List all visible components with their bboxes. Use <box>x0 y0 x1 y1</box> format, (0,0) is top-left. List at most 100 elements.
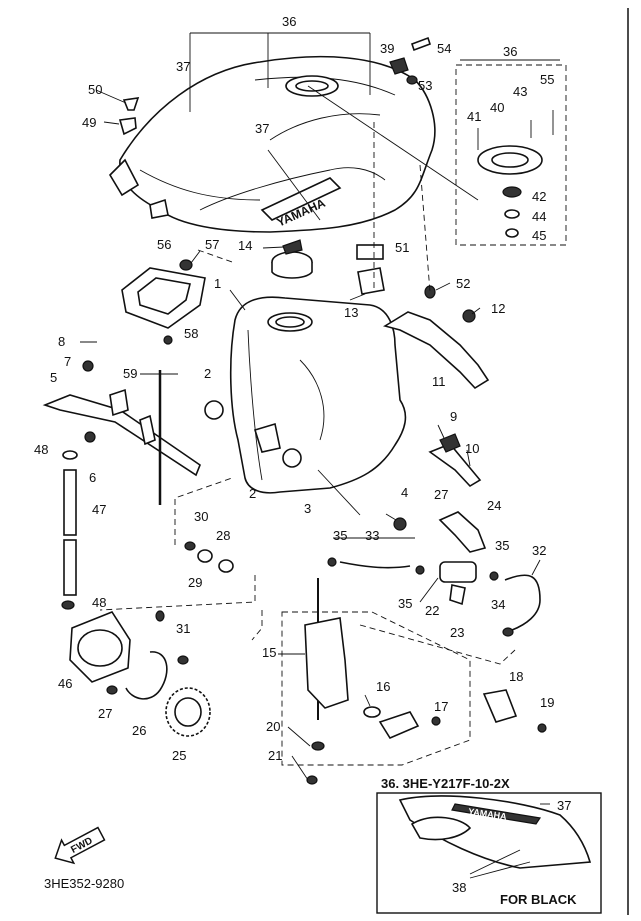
callout-45: 45 <box>532 228 546 243</box>
callout-27: 27 <box>434 487 448 502</box>
callout-58: 58 <box>184 326 198 341</box>
sensor-18 <box>482 689 518 723</box>
washer-53 <box>406 75 418 85</box>
clip-35a <box>327 557 337 567</box>
callout-38: 38 <box>452 880 466 895</box>
callout-10: 10 <box>465 441 479 456</box>
tank-gasket <box>121 259 206 329</box>
callout-2: 2 <box>204 366 211 381</box>
screw-17 <box>431 716 441 726</box>
callout-39: 39 <box>380 41 394 56</box>
callout-29: 29 <box>188 575 202 590</box>
callout-9: 9 <box>450 409 457 424</box>
callout-40: 40 <box>490 100 504 115</box>
callout-43: 43 <box>513 84 527 99</box>
callout-35: 35 <box>398 596 412 611</box>
callout-15: 15 <box>262 645 276 660</box>
callout-25: 25 <box>172 748 186 763</box>
front-bracket <box>42 360 201 477</box>
clip-35b <box>415 565 425 575</box>
callout-13: 13 <box>344 305 358 320</box>
callout-1: 1 <box>214 276 221 291</box>
callout-53: 53 <box>418 78 432 93</box>
callout-19: 19 <box>540 695 554 710</box>
grommet-39 <box>389 57 409 75</box>
callout-56: 56 <box>157 237 171 252</box>
callout-41: 41 <box>467 109 481 124</box>
clip-48 <box>61 600 75 610</box>
fuel-tank <box>229 296 407 516</box>
grommet-2a <box>204 400 224 420</box>
callout-35: 35 <box>495 538 509 553</box>
callout-22: 22 <box>425 603 439 618</box>
rear-bracket <box>382 285 490 390</box>
callout-8: 8 <box>58 334 65 349</box>
clip-34 <box>502 627 514 637</box>
holder-rear <box>428 433 482 488</box>
callout-5: 5 <box>50 370 57 385</box>
callout-35: 35 <box>333 528 347 543</box>
callout-37: 37 <box>176 59 190 74</box>
damper-49 <box>118 117 137 136</box>
clip-35c <box>489 571 499 581</box>
bolt-4 <box>393 517 407 531</box>
callout-48: 48 <box>92 595 106 610</box>
callout-59: 59 <box>123 366 137 381</box>
fuel-cap-assembly <box>455 64 567 246</box>
callout-12: 12 <box>491 301 505 316</box>
callout-36: 36 <box>282 14 296 29</box>
callout-11: 11 <box>432 374 446 389</box>
collar-29 <box>197 549 213 563</box>
damper-13 <box>357 267 385 295</box>
callout-26: 26 <box>132 723 146 738</box>
bracket-24 <box>438 511 487 553</box>
damper-28 <box>218 559 234 573</box>
fuel-filter <box>439 561 477 606</box>
callout-52: 52 <box>456 276 470 291</box>
front-arrow-icon: FWD <box>54 826 106 865</box>
tie-g <box>359 624 516 665</box>
callout-57: 57 <box>205 237 219 252</box>
callout-24: 24 <box>487 498 501 513</box>
callout-23: 23 <box>450 625 464 640</box>
callout-44: 44 <box>532 209 546 224</box>
tie-a <box>99 575 256 611</box>
callout-46: 46 <box>58 676 72 691</box>
callout-32: 32 <box>532 543 546 558</box>
callout-48: 48 <box>34 442 48 457</box>
callout-20: 20 <box>266 719 280 734</box>
leader-lines <box>80 32 560 781</box>
inset-title: 36. 3HE-Y217F-10-2X <box>381 776 510 791</box>
callout-16: 16 <box>376 679 390 694</box>
callout-33: 33 <box>365 528 379 543</box>
diagram-code: 3HE352-9280 <box>44 876 124 891</box>
callout-42: 42 <box>532 189 546 204</box>
filler-cap <box>271 239 313 279</box>
screw-30 <box>184 541 196 551</box>
front-arrow-label: FWD <box>69 835 94 855</box>
fuel-pump <box>69 610 211 737</box>
callout-2: 2 <box>249 486 256 501</box>
tie-c <box>419 164 431 293</box>
callout-54: 54 <box>437 41 451 56</box>
callout-55: 55 <box>540 72 554 87</box>
callout-51: 51 <box>395 240 409 255</box>
tank-cover: YAMAHA <box>108 55 436 233</box>
pad-51 <box>356 244 384 260</box>
inset-footer: FOR BLACK <box>500 892 577 907</box>
callout-18: 18 <box>509 669 523 684</box>
callout-37: 37 <box>557 798 571 813</box>
callout-30: 30 <box>194 509 208 524</box>
callout-27: 27 <box>98 706 112 721</box>
inset-panel: YAMAHA <box>376 792 602 914</box>
callout-50: 50 <box>88 82 102 97</box>
vent-hose <box>63 469 77 596</box>
fuel-cock <box>281 578 471 785</box>
callout-31: 31 <box>176 621 190 636</box>
clip-58 <box>163 335 173 345</box>
callout-14: 14 <box>238 238 252 253</box>
callout-37: 37 <box>255 121 269 136</box>
callout-36: 36 <box>503 44 517 59</box>
screw-54 <box>410 36 432 52</box>
